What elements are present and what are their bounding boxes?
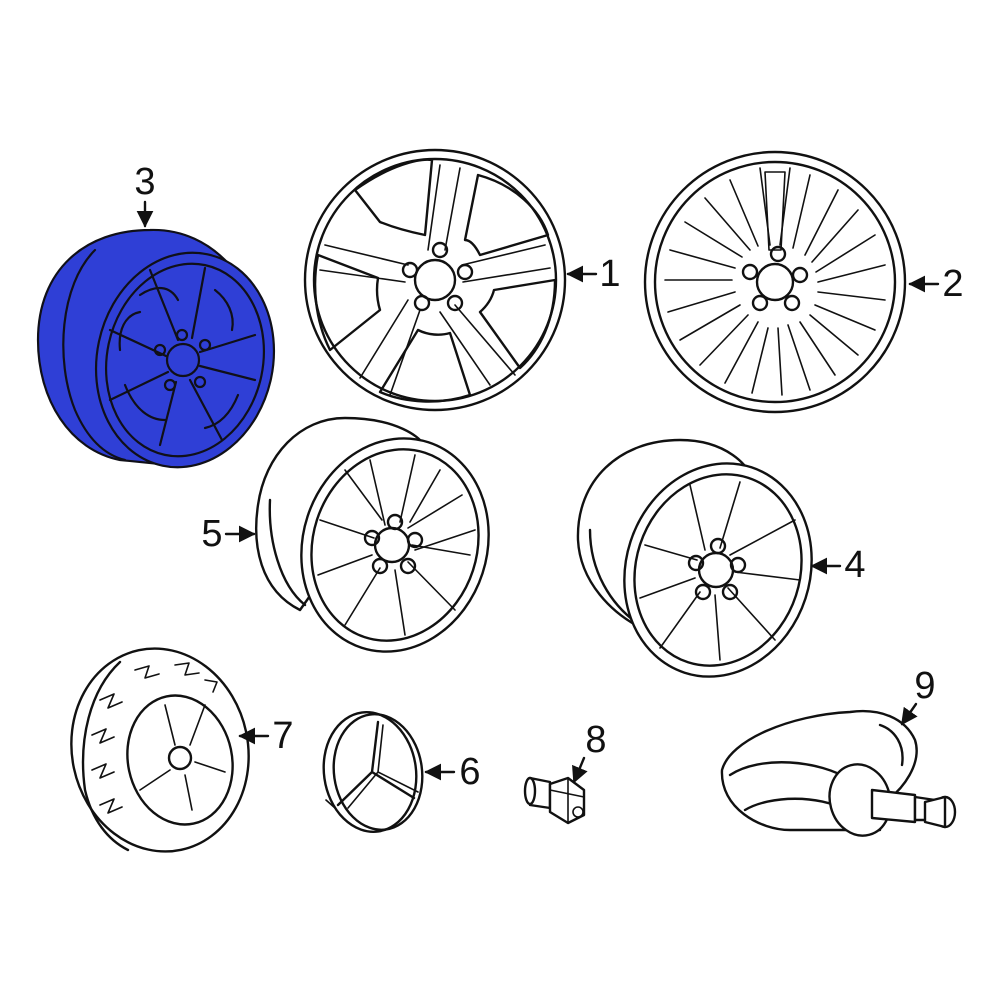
callout-2[interactable]: 2 xyxy=(908,263,964,305)
callout-3[interactable]: 3 xyxy=(134,161,156,228)
callout-label-2: 2 xyxy=(942,263,963,305)
part-1-wheel-five-spoke[interactable] xyxy=(303,148,567,412)
callout-label-1: 1 xyxy=(599,253,620,295)
callout-1[interactable]: 1 xyxy=(566,253,621,295)
callout-5[interactable]: 5 xyxy=(201,513,256,555)
part-4-wheel-angled-twin[interactable] xyxy=(576,438,839,701)
callout-label-5: 5 xyxy=(201,513,222,555)
part-8-tire-wheel[interactable] xyxy=(53,632,268,868)
callout-9[interactable]: 9 xyxy=(900,665,936,726)
callout-label-8: 7 xyxy=(272,715,293,757)
callout-label-7: 8 xyxy=(585,719,606,761)
callout-label-3: 3 xyxy=(134,161,155,203)
callouts: 3 1 2 5 4 7 6 8 xyxy=(134,161,963,793)
part-3-wheel-highlighted[interactable] xyxy=(36,228,294,484)
part-6-center-cap[interactable] xyxy=(316,706,430,838)
part-9-tpms-sensor[interactable] xyxy=(720,710,957,842)
callout-4[interactable]: 4 xyxy=(810,544,866,586)
callout-label-6: 6 xyxy=(459,751,480,793)
callout-7[interactable]: 8 xyxy=(572,719,607,784)
part-2-wheel-multi-spoke[interactable] xyxy=(643,150,907,414)
part-7-lug-bolt[interactable] xyxy=(523,776,586,825)
part-5-wheel-angled[interactable] xyxy=(255,414,516,676)
callout-label-9: 9 xyxy=(914,665,935,707)
callout-8[interactable]: 7 xyxy=(238,715,294,757)
callout-label-4: 4 xyxy=(844,544,865,586)
callout-6[interactable]: 6 xyxy=(424,751,481,793)
